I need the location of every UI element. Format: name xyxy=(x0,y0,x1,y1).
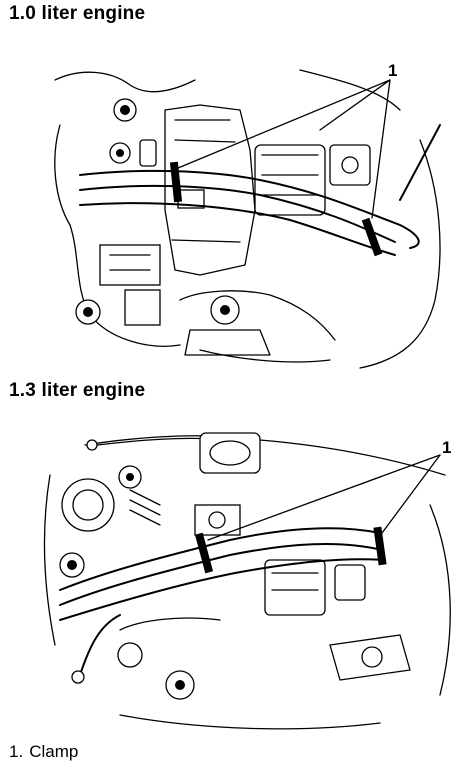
legend-number: 1. xyxy=(9,742,24,761)
callout-1-fig2: 1 xyxy=(442,438,451,457)
engine-diagram-1-3-liter: 1 xyxy=(43,432,451,730)
callout-1-fig1: 1 xyxy=(388,61,397,80)
engine-diagram-1-0-liter: 1 xyxy=(54,61,441,369)
heading-1-3-liter-engine: 1.3 liter engine xyxy=(9,380,146,401)
legend: 1. Clamp xyxy=(9,742,78,762)
heading-1-0-liter-engine: 1.0 liter engine xyxy=(9,3,146,24)
legend-label: Clamp xyxy=(29,742,79,761)
